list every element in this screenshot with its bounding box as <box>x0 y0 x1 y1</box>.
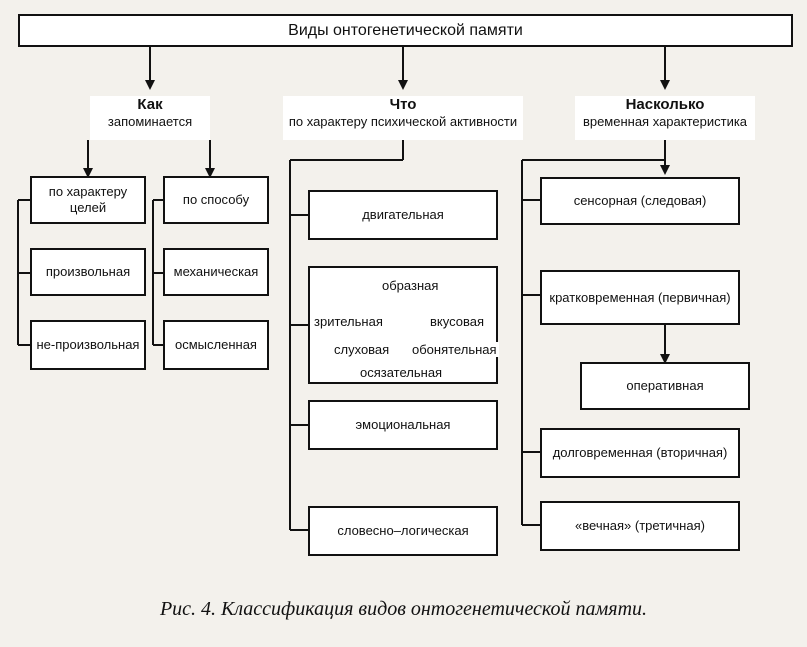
sensory-label: сенсорная (следовая) <box>573 193 707 208</box>
howlong-subtitle: временная характеристика <box>582 114 748 129</box>
main-title-box: Виды онтогенетической памяти <box>18 14 793 47</box>
motor-label: двигательная <box>362 207 444 222</box>
eternal-box: «вечная» (третичная) <box>540 501 740 551</box>
emotional-box: эмоциональная <box>308 400 498 450</box>
how-subtitle: запоминается <box>107 114 193 129</box>
howlong-header: Насколько временная характеристика <box>575 96 755 140</box>
mechanical-label: механическая <box>173 264 259 279</box>
by-method-box: по способу <box>163 176 269 224</box>
how-title: Как <box>137 96 163 113</box>
taste-label: вкусовая <box>428 314 486 329</box>
operative-label: оперативная <box>626 378 704 393</box>
tactile-label: осязательная <box>358 365 445 380</box>
motor-box: двигательная <box>308 190 498 240</box>
emotional-label: эмоциональная <box>355 417 451 432</box>
long-term-label: долговременная (вторичная) <box>552 445 728 460</box>
howlong-title: Насколько <box>625 96 705 113</box>
what-subtitle: по характеру психической активности <box>288 114 518 129</box>
voluntary-box: произвольная <box>30 248 146 296</box>
involuntary-box: не-произвольная <box>30 320 146 370</box>
what-title: Что <box>389 96 417 113</box>
auditory-label: слуховая <box>332 342 392 357</box>
verbal-logical-label: словесно–логическая <box>337 523 469 538</box>
by-method-label: по способу <box>182 192 250 207</box>
figurative-box: образная зрительная вкусовая слуховая об… <box>308 266 499 384</box>
by-goals-label: по характеру целей <box>48 184 128 215</box>
by-goals-box: по характеру целей <box>30 176 146 224</box>
eternal-label: «вечная» (третичная) <box>575 518 705 533</box>
short-term-box: кратковременная (первичная) <box>540 270 740 325</box>
short-term-label: кратковременная (первичная) <box>549 289 731 305</box>
visual-label: зрительная <box>312 314 385 329</box>
meaningful-box: осмысленная <box>163 320 269 370</box>
olfactory-label: обонятельная <box>410 342 499 357</box>
mechanical-box: механическая <box>163 248 269 296</box>
operative-box: оперативная <box>580 362 750 410</box>
verbal-logical-box: словесно–логическая <box>308 506 498 556</box>
meaningful-label: осмысленная <box>175 337 257 352</box>
diagram-title: Виды онтогенетической памяти <box>288 21 523 39</box>
long-term-box: долговременная (вторичная) <box>540 428 740 478</box>
figure-caption: Рис. 4. Классификация видов онтогенетиче… <box>159 598 648 620</box>
voluntary-label: произвольная <box>45 264 131 279</box>
sensory-box: сенсорная (следовая) <box>540 177 740 225</box>
involuntary-label: не-произвольная <box>36 337 140 352</box>
what-header: Что по характеру психической активности <box>283 96 523 140</box>
figurative-label: образная <box>380 278 441 293</box>
how-header: Как запоминается <box>90 96 210 140</box>
